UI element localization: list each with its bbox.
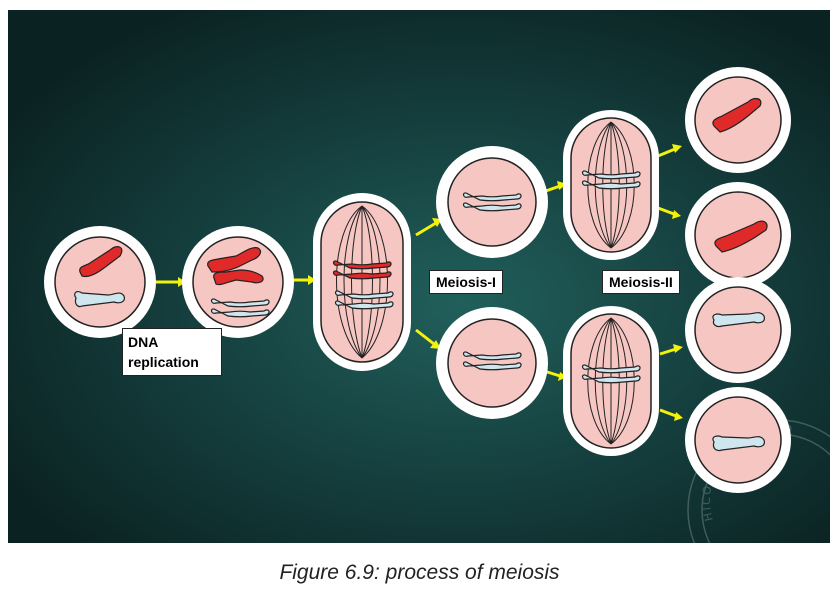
- meiosis-diagram: HICOMMAN LIMITED: [8, 10, 839, 590]
- arrow-7: [657, 147, 676, 158]
- spindle-fibres: [336, 205, 388, 359]
- arrow-3: [415, 221, 437, 237]
- arrow-9: [659, 347, 677, 356]
- chromatid-red-2: [213, 269, 264, 286]
- chromosome-red: [79, 246, 123, 278]
- figure-caption: Figure 6.9: process of meiosis: [279, 561, 560, 584]
- meiosis-2-label: Meiosis-II: [602, 270, 680, 294]
- daughter-cell-2: [685, 182, 791, 288]
- chromatid-red-1: [207, 247, 262, 273]
- cell-meiosis-1-top: [436, 146, 548, 258]
- daughter-cell-3: [685, 277, 791, 383]
- dna-label-line1: DNA: [128, 334, 159, 350]
- arrow-10: [659, 408, 677, 418]
- daughter-cell-4: [685, 387, 791, 493]
- cell-meiosis-2-top: [563, 110, 659, 260]
- cell-meiosis-2-bottom: [563, 306, 659, 456]
- dna-replication-label: DNA replication: [122, 328, 222, 376]
- arrow-8: [657, 206, 675, 216]
- cell-replicated: [182, 226, 294, 338]
- diagram-panel: HICOMMAN LIMITED: [8, 10, 839, 590]
- cell-parent: [44, 226, 156, 338]
- dna-label-line2: replication: [128, 354, 199, 370]
- arrow-4: [415, 328, 435, 346]
- cell-meiosis-1-metaphase: [313, 193, 411, 371]
- chromosome-blue: [74, 291, 125, 308]
- cell-meiosis-1-bottom: [436, 307, 548, 419]
- daughter-cell-1: [685, 67, 791, 173]
- meiosis-1-label: Meiosis-I: [429, 270, 503, 294]
